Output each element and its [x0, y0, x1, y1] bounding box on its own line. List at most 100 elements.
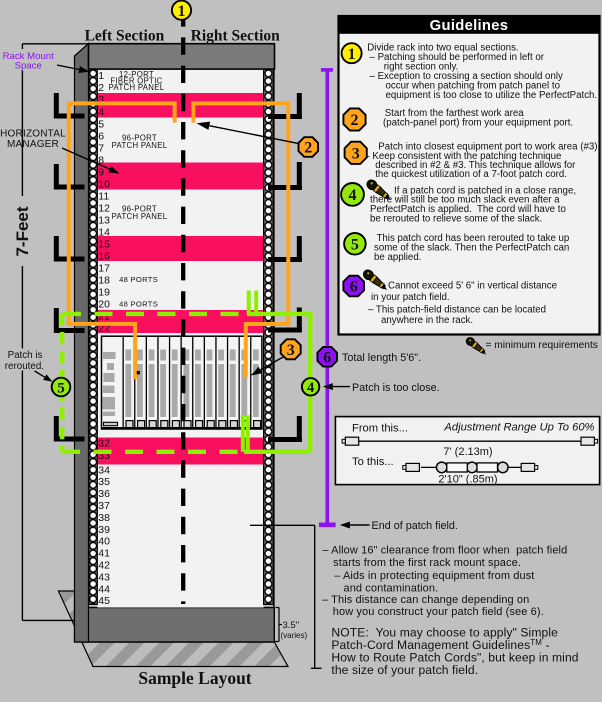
svg-text:Total length 5'6".: Total length 5'6".	[342, 352, 421, 364]
svg-text:39: 39	[98, 524, 110, 536]
svg-text:This patch cord has been rerou: This patch cord has been rerouted to tak…	[377, 233, 570, 244]
svg-text:How to Route Patch Cords", but: How to Route Patch Cords", but keep in m…	[331, 651, 578, 665]
svg-text:the size of your patch field.: the size of your patch field.	[331, 663, 478, 677]
svg-text:HORIZONTAL: HORIZONTAL	[0, 129, 66, 140]
svg-text:Patch-Cord Management Guidelin: Patch-Cord Management GuidelinesTM -	[331, 638, 549, 652]
svg-text:Guidelines: Guidelines	[430, 18, 509, 34]
svg-text:32: 32	[98, 437, 110, 449]
svg-text:1: 1	[98, 70, 104, 82]
svg-text:41: 41	[98, 548, 110, 560]
svg-text:PATCH PANEL: PATCH PANEL	[109, 83, 165, 92]
svg-text:Rack Mount: Rack Mount	[3, 51, 55, 62]
svg-text:Cannot exceed 5' 6" in vertica: Cannot exceed 5' 6" in vertical distance	[388, 280, 557, 291]
svg-text:– Keep consistent with the pat: – Keep consistent with the patching tech…	[364, 151, 561, 162]
svg-text:– Aids in protecting equipment: – Aids in protecting equipment from dust	[334, 570, 534, 582]
svg-text:11: 11	[98, 190, 109, 202]
svg-text:Adjustment Range Up To 60%: Adjustment Range Up To 60%	[443, 422, 594, 434]
svg-text:– Allow 16" clearance from flo: – Allow 16" clearance from floor when pa…	[322, 544, 567, 556]
svg-text:20: 20	[98, 299, 110, 311]
svg-text:5: 5	[98, 118, 104, 130]
svg-text:right section only.: right section only.	[384, 61, 459, 72]
svg-text:96-PORT: 96-PORT	[122, 133, 157, 142]
svg-text:Left Section: Left Section	[85, 27, 165, 44]
svg-text:7-Feet: 7-Feet	[13, 206, 32, 256]
svg-text:48 PORTS: 48 PORTS	[119, 275, 158, 284]
svg-text:12: 12	[98, 202, 110, 214]
svg-text:Sample Layout: Sample Layout	[138, 668, 251, 688]
svg-text:in your patch field.: in your patch field.	[371, 292, 450, 303]
svg-text:the quickest utilization of a: the quickest utilization of a 7-foot pat…	[375, 169, 567, 180]
svg-text:6: 6	[350, 279, 358, 296]
svg-text:14: 14	[98, 226, 110, 238]
svg-text:FIBER OPTIC: FIBER OPTIC	[110, 76, 162, 85]
svg-text:and contamination.: and contamination.	[344, 583, 439, 595]
svg-text:– This patch-field distance ca: – This patch-field distance can be locat…	[368, 304, 546, 315]
svg-text:9: 9	[98, 166, 104, 178]
svg-text:1: 1	[348, 46, 356, 63]
svg-text:2: 2	[304, 140, 312, 157]
svg-text:45: 45	[98, 595, 110, 607]
svg-text:If a patch cord is patched in: If a patch cord is patched in a close ra…	[394, 185, 576, 196]
svg-text:13: 13	[98, 214, 110, 226]
svg-text:17: 17	[98, 263, 110, 275]
svg-text:rerouted.: rerouted.	[5, 361, 44, 372]
svg-text:Patch into closest equipment p: Patch into closest equipment port to wor…	[378, 142, 600, 153]
svg-text:15: 15	[98, 238, 110, 250]
svg-text:4: 4	[349, 187, 357, 204]
svg-text:described in #2 & #3. This tec: described in #2 & #3. This technique all…	[375, 160, 576, 171]
svg-text:16: 16	[98, 251, 110, 263]
svg-text:7: 7	[98, 142, 104, 154]
svg-text:be rerouted to relieve some of: be rerouted to relieve some of the slack…	[370, 214, 542, 225]
svg-text:starts from the first rack mou: starts from the first rack mount space.	[333, 557, 521, 569]
svg-text:= minimum requirements: = minimum requirements	[486, 340, 598, 351]
svg-text:18: 18	[98, 275, 110, 287]
svg-text:there will still be too much s: there will still be too much slack even …	[370, 194, 560, 205]
svg-text:35: 35	[98, 476, 110, 488]
svg-text:4: 4	[98, 106, 104, 118]
svg-text:96-PORT: 96-PORT	[122, 204, 157, 213]
svg-text:some of the slack. Then the Pe: some of the slack. Then the PerfectPatch…	[374, 242, 569, 253]
svg-text:End of patch field.: End of patch field.	[372, 520, 458, 532]
svg-text:33: 33	[98, 450, 110, 462]
svg-text:44: 44	[98, 583, 110, 595]
svg-text:38: 38	[98, 512, 110, 524]
svg-text:6: 6	[98, 130, 104, 142]
svg-text:4: 4	[307, 380, 314, 396]
svg-text:7' (2.13m): 7' (2.13m)	[443, 446, 492, 458]
svg-text:– Exception to crossing a sect: – Exception to crossing a section should…	[370, 71, 563, 82]
svg-text:3: 3	[98, 94, 104, 106]
svg-text:Divide rack into two equal sec: Divide rack into two equal sections.	[367, 42, 518, 53]
svg-text:8: 8	[98, 154, 104, 166]
svg-text:36: 36	[98, 488, 110, 500]
svg-text:1: 1	[178, 3, 186, 20]
svg-text:PATCH PANEL: PATCH PANEL	[112, 141, 168, 150]
svg-text:be applied.: be applied.	[374, 252, 421, 263]
svg-text:– This distance can change dep: – This distance can change depending on	[322, 594, 529, 606]
svg-text:Start from the farthest work a: Start from the farthest work area	[385, 108, 525, 119]
svg-text:19: 19	[98, 287, 110, 299]
svg-text:5: 5	[351, 236, 359, 253]
svg-text:anywhere in the rack.: anywhere in the rack.	[381, 315, 473, 326]
svg-text:how you construct your patch f: how you construct your patch field (see …	[333, 606, 544, 618]
svg-text:From this...: From this...	[352, 423, 408, 435]
svg-text:34: 34	[98, 464, 110, 476]
svg-text:48 PORTS: 48 PORTS	[119, 299, 158, 308]
svg-text:Space: Space	[15, 61, 42, 72]
svg-text:12-PORT: 12-PORT	[119, 70, 154, 79]
svg-text:MANAGER: MANAGER	[7, 139, 59, 150]
svg-text:42: 42	[98, 560, 110, 572]
svg-text:NOTE: You may choose to apply: NOTE: You may choose to apply" Simple	[331, 625, 558, 639]
svg-text:(patch-panel port) from your e: (patch-panel port) from your equipment p…	[383, 117, 573, 128]
svg-text:To this...: To this...	[352, 456, 394, 468]
svg-text:6: 6	[323, 349, 331, 366]
svg-text:equipment is too close to util: equipment is too close to utilize the Pe…	[386, 90, 598, 101]
svg-text:43: 43	[98, 571, 110, 583]
svg-text:2: 2	[351, 112, 359, 129]
svg-text:37: 37	[98, 500, 110, 512]
svg-text:3.5": 3.5"	[283, 620, 300, 631]
svg-text:2'10" (.85m): 2'10" (.85m)	[438, 474, 497, 486]
svg-text:– Patching should be performed: – Patching should be performed in left o…	[370, 52, 545, 63]
svg-text:22: 22	[98, 323, 110, 335]
svg-text:10: 10	[98, 178, 110, 190]
svg-text:5: 5	[57, 380, 65, 396]
